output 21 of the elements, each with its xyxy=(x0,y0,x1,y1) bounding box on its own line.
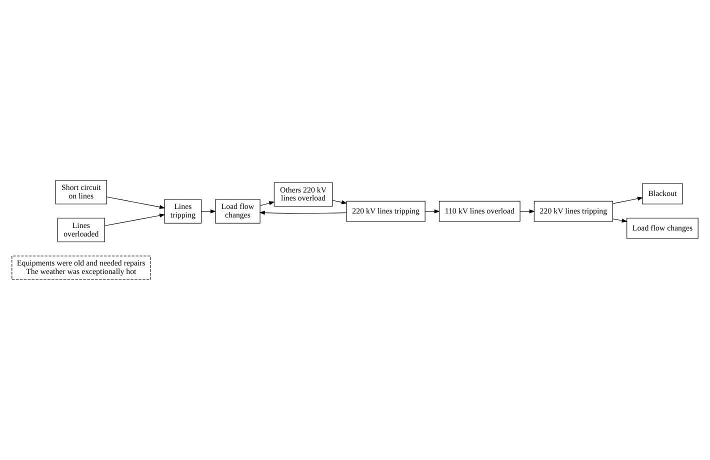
arrow xyxy=(612,218,628,223)
node-box: Lines tripping xyxy=(164,199,202,224)
arrow xyxy=(106,196,166,209)
arrow xyxy=(260,201,275,206)
arrow xyxy=(201,209,216,214)
node-box: Others 220 kV lines overload xyxy=(274,182,333,207)
node-box: Load flow changes xyxy=(626,218,698,239)
arrow xyxy=(424,209,440,214)
node-box: Load flow changes xyxy=(215,199,260,224)
arrow xyxy=(520,209,535,214)
node-box: Lines overloaded xyxy=(57,218,105,242)
arrow xyxy=(332,200,348,204)
arrow xyxy=(612,196,644,204)
arrow xyxy=(259,210,347,215)
node-box: 110 kV lines overload xyxy=(438,200,520,222)
node-box: Blackout xyxy=(642,183,683,204)
node-box: Short circuit on lines xyxy=(55,180,107,204)
node-box: 220 kV lines tripping xyxy=(534,200,614,222)
node-box: 220 kV lines tripping xyxy=(346,200,426,222)
arrow xyxy=(104,214,166,226)
node-box: Equipments were old and needed repairs The weather was exceptionally hot xyxy=(12,256,151,280)
